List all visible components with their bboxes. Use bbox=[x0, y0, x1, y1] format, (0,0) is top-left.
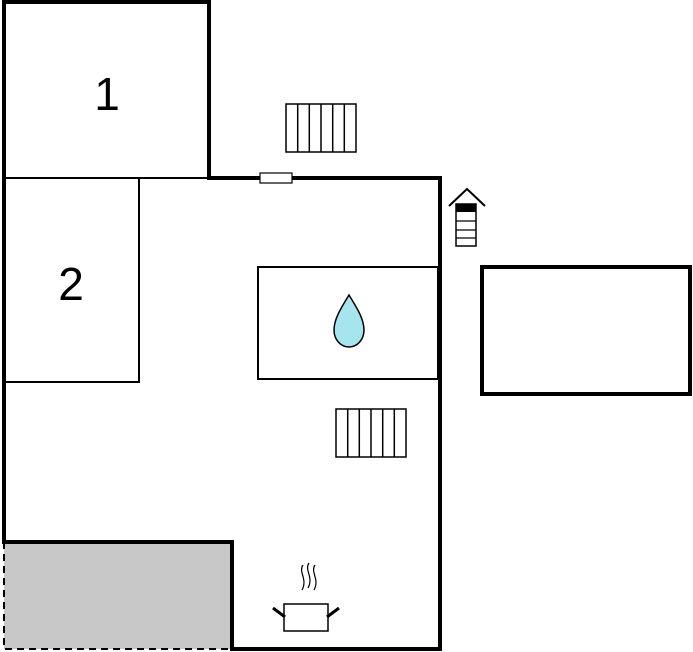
radiator-icon bbox=[285, 103, 357, 153]
outer-wall bbox=[2, 0, 442, 651]
wall-room2 bbox=[4, 178, 140, 383]
water-drop-icon bbox=[333, 293, 365, 348]
window bbox=[259, 172, 293, 184]
radiator-icon bbox=[335, 408, 407, 458]
terrace-area bbox=[4, 542, 233, 649]
room-2-label: 2 bbox=[58, 258, 84, 310]
room-1-label: 1 bbox=[94, 68, 120, 120]
outbuilding bbox=[480, 265, 692, 396]
chimney-icon bbox=[448, 187, 486, 247]
cooking-pot-icon bbox=[272, 562, 340, 632]
